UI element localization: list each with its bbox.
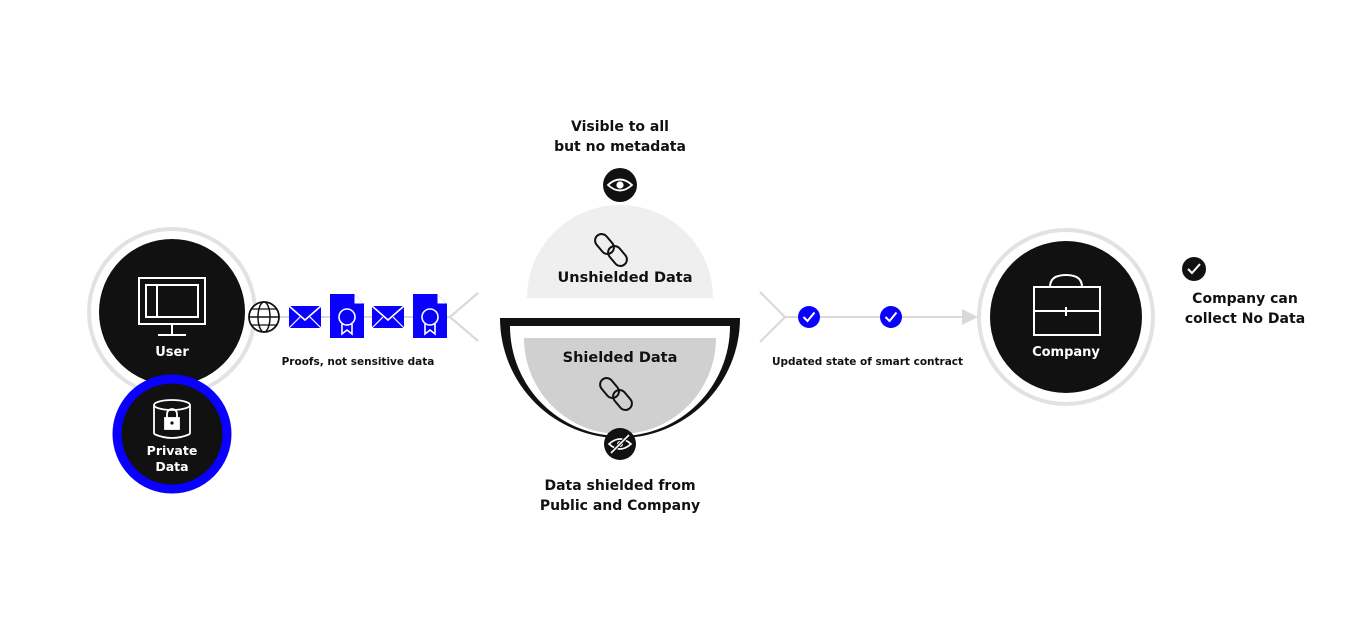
check-icon (798, 306, 820, 328)
updated-state-caption: Updated state of smart contract (771, 356, 964, 368)
public-layer-line2: but no metadata (554, 139, 686, 155)
envelope-icon (371, 305, 405, 329)
proofs-caption: Proofs, not sensitive data (281, 356, 435, 368)
globe-icon (248, 301, 280, 333)
private-data-line1: Private (146, 443, 198, 458)
company-note-prefix: collect (1184, 311, 1242, 327)
unshielded-dome (527, 205, 713, 298)
database-lock-icon (153, 399, 191, 439)
briefcase-icon (1033, 273, 1101, 336)
certificate-document-icon (330, 294, 364, 338)
shielded-label: Shielded Data (562, 350, 678, 366)
shielded-caption-line1: Data shielded from (544, 478, 696, 494)
eye-icon (603, 168, 637, 202)
arrow-head-icon (962, 309, 978, 325)
private-data-label: Private Data (132, 443, 212, 475)
company-note-line2: collect No Data (1180, 309, 1310, 329)
company-note-line1: Company can (1192, 291, 1298, 307)
user-label: User (155, 345, 189, 360)
shielded-caption: Data shielded from Public and Company (500, 476, 740, 516)
chain-link-icon (594, 233, 628, 267)
public-layer-caption: Visible to all but no metadata (520, 117, 720, 157)
company-node (990, 241, 1142, 393)
monitor-icon (138, 277, 206, 336)
check-icon (880, 306, 902, 328)
company-ring (977, 228, 1155, 406)
check-icon (1182, 257, 1206, 281)
shielded-area (524, 338, 716, 434)
company-label: Company (1032, 345, 1100, 360)
branch-up-line (449, 292, 479, 318)
merge-chevron (759, 291, 787, 343)
company-note-bold: No Data (1241, 311, 1306, 327)
envelope-icon (288, 305, 322, 329)
unshielded-label: Unshielded Data (557, 270, 693, 286)
branch-down-line (449, 316, 479, 342)
eye-slash-icon (604, 428, 636, 460)
user-node (99, 239, 245, 385)
certificate-document-icon (413, 294, 447, 338)
public-layer-line1: Visible to all (571, 119, 669, 135)
private-data-line2: Data (155, 459, 189, 474)
company-note: Company can collect No Data (1180, 289, 1310, 329)
private-data-node (112, 374, 232, 494)
chain-link-icon (599, 377, 633, 411)
shielded-caption-line2: Public and Company (539, 498, 701, 514)
